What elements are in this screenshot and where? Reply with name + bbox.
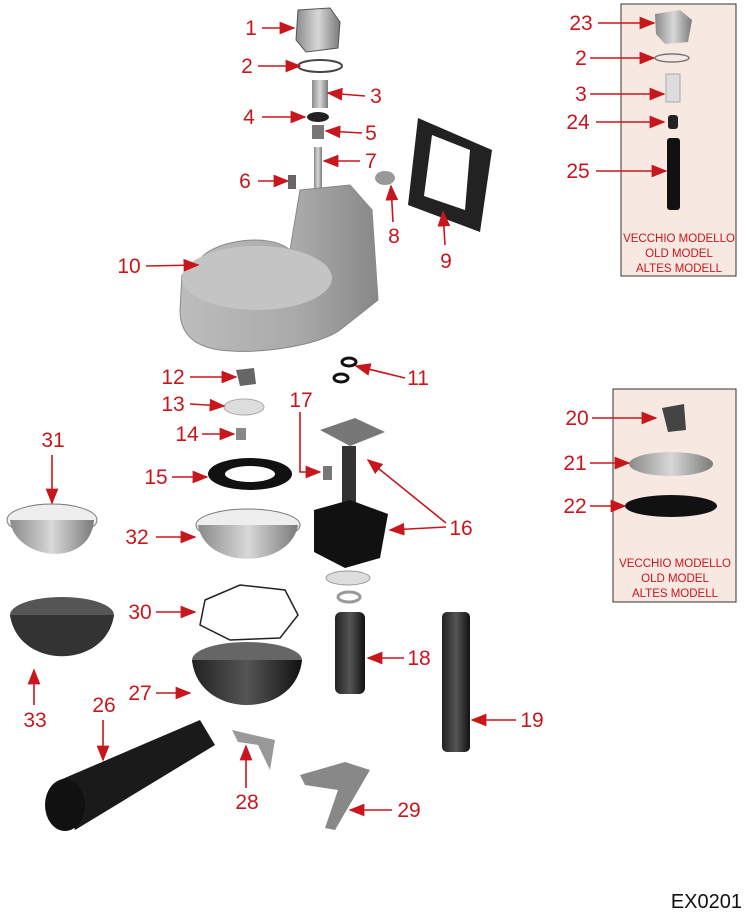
part-5-nut (312, 125, 324, 139)
inset-part-3-sleeve (665, 73, 681, 103)
label-20: 20 (565, 407, 588, 430)
label-9: 9 (440, 250, 452, 273)
part-15-gasket-hole (225, 466, 275, 482)
part-32-filter-body (198, 525, 298, 559)
part-21-shower (629, 452, 713, 476)
part-16-stem (342, 446, 356, 506)
label-2-inset: 2 (575, 47, 587, 70)
part-20-nozzle (662, 404, 686, 432)
label-22: 22 (563, 495, 586, 518)
part-11-oring (340, 356, 358, 368)
diagram-code: EX0201 (671, 891, 742, 913)
part-26-handle-end (45, 779, 85, 831)
part-31-filter-body (10, 520, 94, 554)
part-13-shower (223, 398, 265, 416)
part-8-disc (375, 171, 395, 185)
label-5: 5 (365, 122, 377, 145)
label-28: 28 (235, 791, 258, 814)
part-16-plate (320, 418, 385, 446)
part-27-portafilter-body (192, 660, 302, 705)
label-6: 6 (239, 170, 251, 193)
part-23-cap (655, 10, 692, 44)
label-7: 7 (365, 150, 377, 173)
label-29: 29 (397, 799, 420, 822)
part-19-tube (442, 612, 470, 752)
label-15: 15 (144, 466, 167, 489)
label-27: 27 (128, 682, 151, 705)
part-7-pin (314, 147, 322, 199)
leader-arrows (27, 16, 668, 817)
label-26: 26 (92, 694, 115, 717)
inset-top-note-en: OLD MODEL (645, 248, 713, 260)
label-17: 17 (289, 389, 312, 412)
part-9-gasket (408, 118, 492, 232)
part-29-spout (300, 762, 370, 830)
label-11: 11 (407, 367, 429, 390)
part-12-nozzle (236, 368, 256, 386)
part-18-tube (335, 612, 365, 694)
label-4: 4 (243, 106, 255, 129)
label-14: 14 (175, 423, 199, 446)
part-4-washer (307, 112, 329, 122)
part-14-screw (236, 428, 246, 440)
label-13: 13 (161, 393, 184, 416)
part-26-handle (60, 720, 215, 830)
inset-top-note-it: VECCHIO MODELLO (623, 233, 735, 245)
label-3-inset: 3 (575, 83, 587, 106)
label-3: 3 (370, 85, 382, 108)
label-1: 1 (245, 17, 257, 40)
label-2: 2 (241, 55, 253, 78)
part-11-oring-2 (332, 372, 350, 384)
label-30: 30 (128, 601, 151, 624)
inset-top-note-de: ALTES MODELL (636, 263, 723, 275)
label-24: 24 (566, 111, 590, 134)
part-washer (325, 570, 371, 586)
label-18: 18 (407, 647, 430, 670)
label-32: 32 (125, 526, 148, 549)
label-21: 21 (563, 452, 586, 475)
part-2-ring (297, 59, 343, 73)
part-10-group-top (182, 246, 332, 310)
label-23: 23 (569, 12, 592, 35)
part-30-spring (199, 584, 299, 641)
label-16: 16 (449, 517, 472, 540)
inset-bottom-note-en: OLD MODEL (641, 573, 709, 585)
label-31: 31 (41, 429, 64, 452)
label-25: 25 (566, 160, 589, 183)
part-3-sleeve (312, 80, 328, 108)
part-ring (336, 590, 362, 604)
part-28-spout (232, 730, 275, 770)
label-10: 10 (117, 255, 140, 278)
label-8: 8 (388, 225, 400, 248)
label-19: 19 (520, 709, 543, 732)
inset-bottom-note-de: ALTES MODELL (632, 588, 719, 600)
part-24-nut (668, 115, 678, 129)
part-16-block (314, 500, 388, 568)
label-12: 12 (161, 366, 184, 389)
label-33: 33 (23, 709, 46, 732)
part-17-screw (323, 466, 332, 480)
part-25-pin (667, 138, 680, 210)
inset-bottom-note-it: VECCHIO MODELLO (619, 558, 731, 570)
part-6-screw (288, 175, 296, 189)
part-33-basket-body (10, 615, 114, 657)
part-1-cap (295, 7, 341, 53)
part-22-gasket (625, 495, 717, 517)
